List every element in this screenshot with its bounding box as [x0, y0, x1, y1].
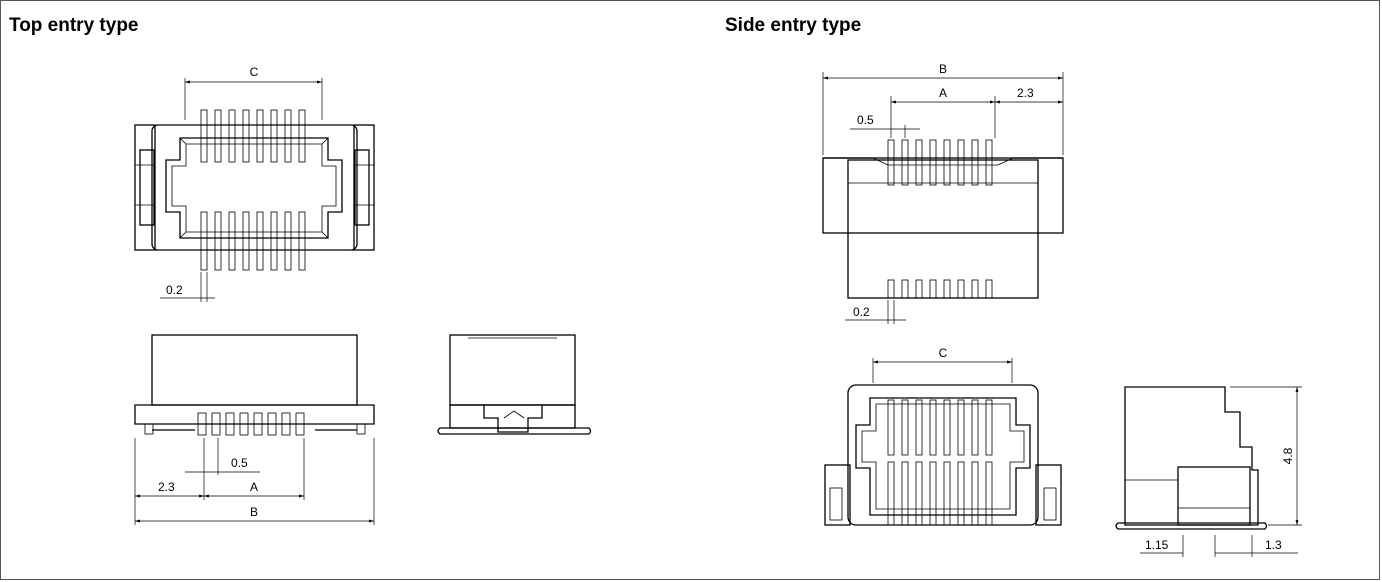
dim-label: 1.3 — [1265, 538, 1282, 552]
dim-label: 0.5 — [231, 456, 248, 470]
dim-label: 2.3 — [1017, 86, 1034, 100]
top-entry-side-view — [437, 334, 592, 435]
top-entry-plan-view: C 0.2 — [134, 65, 375, 302]
dim-label: 4.8 — [1281, 447, 1295, 464]
dim-label: C — [939, 346, 948, 360]
side-entry-side-profile: 4.8 1.15 1.3 — [1115, 386, 1302, 557]
dim-label: 1.15 — [1145, 538, 1169, 552]
dim-label: C — [250, 65, 259, 79]
dim-label: A — [250, 480, 258, 494]
side-entry-plan-view: B A 2.3 0.5 0.2 — [822, 62, 1064, 324]
dim-label: 2.3 — [158, 480, 175, 494]
dim-label: 0.2 — [853, 305, 870, 319]
top-entry-title: Top entry type — [9, 15, 139, 36]
dim-label: 0.2 — [166, 283, 183, 297]
top-entry-front-view: 0.5 2.3 A B — [134, 334, 375, 525]
dim-label: A — [939, 86, 947, 100]
side-entry-front-view: C — [824, 346, 1062, 526]
dim-label: B — [250, 505, 258, 519]
dim-label: 0.5 — [857, 113, 874, 127]
dim-label: B — [939, 62, 947, 76]
side-entry-title: Side entry type — [725, 15, 862, 36]
